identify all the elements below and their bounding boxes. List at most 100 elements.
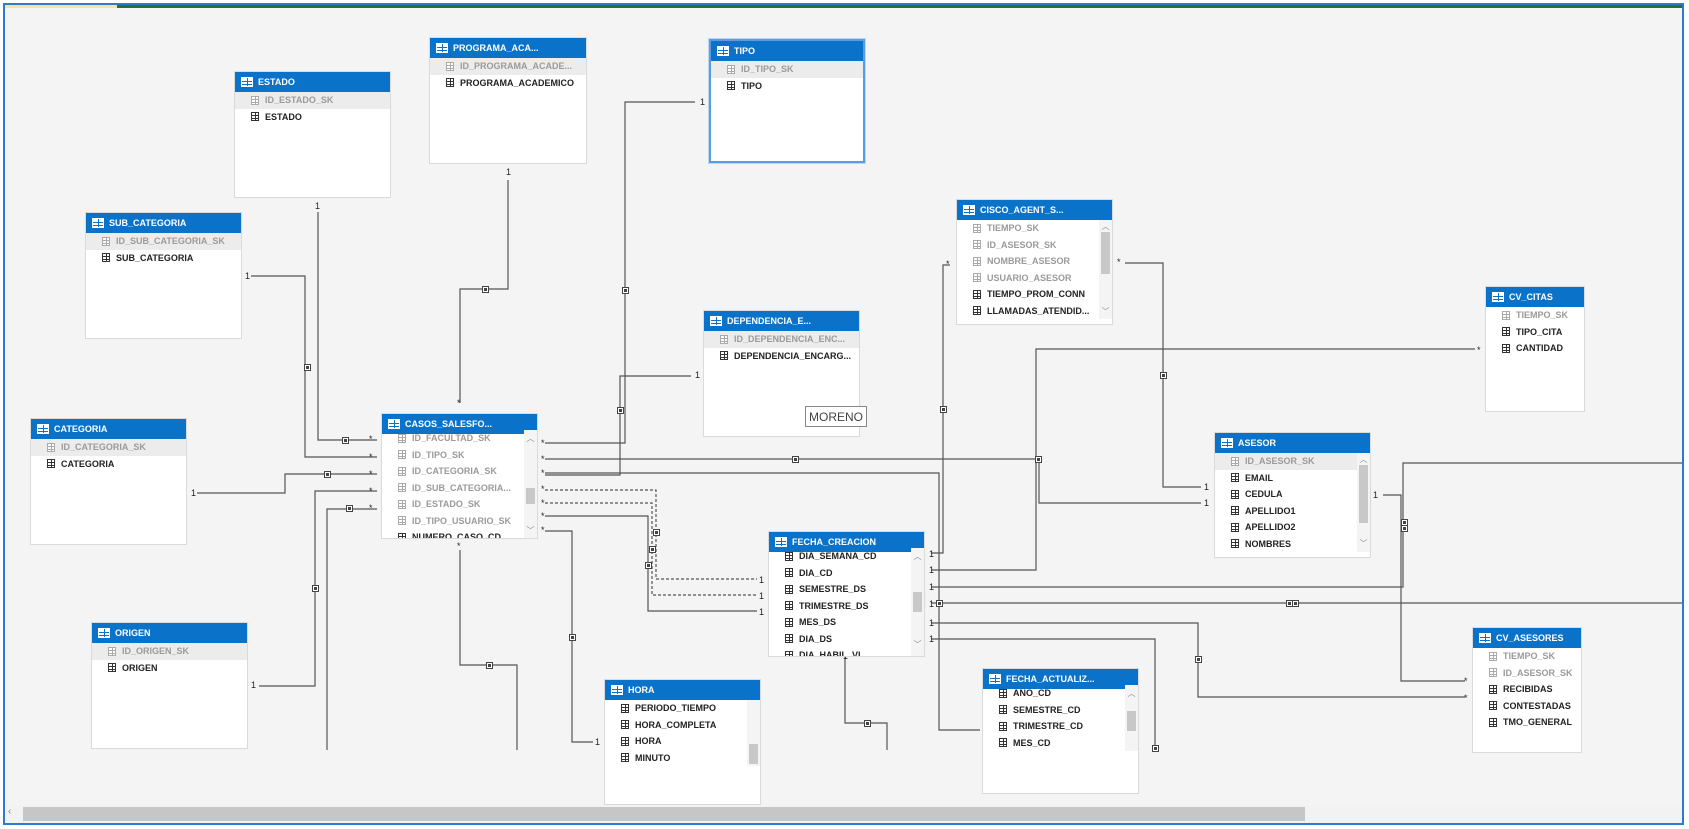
column-row[interactable]: TRIMESTRE_DS xyxy=(769,598,924,615)
table-scrollbar[interactable]: ︿ xyxy=(1125,685,1138,751)
column-row[interactable]: ID_ASESOR_SK xyxy=(957,237,1112,254)
rel-marker[interactable] xyxy=(645,562,652,569)
table-header[interactable]: CV_ASESORES xyxy=(1473,628,1581,648)
column-row[interactable]: ID_TIPO_USUARIO_SK xyxy=(382,513,537,530)
column-row[interactable]: DIA_CD xyxy=(769,565,924,582)
rel-marker[interactable] xyxy=(312,585,319,592)
column-row[interactable]: HORA xyxy=(605,733,760,750)
horizontal-scrollbar-thumb[interactable] xyxy=(23,807,1305,821)
column-row[interactable]: CONTESTADAS xyxy=(1473,698,1581,715)
column-row[interactable]: TIEMPO_SK xyxy=(957,220,1112,237)
scroll-down-icon[interactable]: ﹀ xyxy=(526,526,535,535)
column-row[interactable]: RECIBIDAS xyxy=(1473,681,1581,698)
column-row[interactable]: MES_CD xyxy=(983,735,1138,752)
table-header[interactable]: ESTADO xyxy=(235,72,390,92)
column-row[interactable]: PROGRAMA_ACADEMICO xyxy=(430,75,586,92)
column-row[interactable]: ID_ORIGEN_SK xyxy=(92,643,247,660)
table-scrollbar[interactable]: ︿﹀ xyxy=(1099,220,1112,319)
column-row[interactable]: TMO_GENERAL xyxy=(1473,714,1581,731)
table-header[interactable]: TIPO xyxy=(711,41,863,61)
column-row[interactable]: MES_DS xyxy=(769,614,924,631)
rel-marker[interactable] xyxy=(1195,656,1202,663)
column-row[interactable]: SEMESTRE_CD xyxy=(983,702,1138,719)
column-row[interactable]: CATEGORIA xyxy=(31,456,186,473)
scrollbar-thumb[interactable] xyxy=(1101,232,1110,274)
rel-marker[interactable] xyxy=(342,437,349,444)
column-row[interactable]: ID_CATEGORIA_SK xyxy=(31,439,186,456)
table-header[interactable]: DEPENDENCIA_E... xyxy=(704,311,859,331)
column-row[interactable]: ID_DEPENDENCIA_ENC... xyxy=(704,331,859,348)
rel-marker[interactable] xyxy=(569,634,576,641)
column-row[interactable]: TRIMESTRE_CD xyxy=(983,718,1138,735)
scroll-up-icon[interactable]: ︿ xyxy=(1127,689,1136,698)
rel-marker[interactable] xyxy=(346,505,353,512)
column-row[interactable]: TIEMPO_SK xyxy=(1473,648,1581,665)
column-row[interactable]: ID_ASESOR_SK xyxy=(1215,453,1370,470)
column-row[interactable]: ID_FACULTAD_SK xyxy=(382,430,537,447)
column-row[interactable]: LLAMADAS_ATENDID... xyxy=(957,303,1112,320)
column-row[interactable]: SEMESTRE_DS xyxy=(769,581,924,598)
table-scrollbar[interactable]: ︿﹀ xyxy=(911,548,924,656)
column-row[interactable]: DIA_DS xyxy=(769,631,924,648)
table-scrollbar[interactable] xyxy=(747,700,760,766)
rel-marker[interactable] xyxy=(940,406,947,413)
column-row[interactable]: NUMERO_CASO_CD xyxy=(382,529,537,538)
scrollbar-thumb[interactable] xyxy=(1359,465,1368,523)
column-row[interactable]: PERIODO_TIEMPO xyxy=(605,700,760,717)
table-header[interactable]: CV_CITAS xyxy=(1486,287,1584,307)
table-header[interactable]: CISCO_AGENT_S... xyxy=(957,200,1112,220)
rel-marker[interactable] xyxy=(304,364,311,371)
table-scrollbar[interactable]: ︿﹀ xyxy=(524,430,537,538)
diagram-canvas[interactable]: 1 1 1 1 1 1 1 1 1 1 1 1 1 1 1 1 1 1 1 1 … xyxy=(5,5,1682,805)
column-row[interactable]: ID_ASESOR_SK xyxy=(1473,665,1581,682)
rel-marker[interactable] xyxy=(324,471,331,478)
column-row[interactable]: ID_SUB_CATEGORIA_SK xyxy=(86,233,241,250)
column-row[interactable]: TIPO xyxy=(711,78,863,95)
column-row[interactable]: ID_ESTADO_SK xyxy=(382,496,537,513)
scrollbar-thumb[interactable] xyxy=(1127,711,1136,731)
table-scrollbar[interactable]: ︿﹀ xyxy=(1357,453,1370,552)
column-row[interactable]: ANO_CD xyxy=(983,685,1138,702)
scroll-up-icon[interactable]: ︿ xyxy=(913,552,922,561)
column-row[interactable]: ID_CATEGORIA_SK xyxy=(382,463,537,480)
column-row[interactable]: CEDULA xyxy=(1215,486,1370,503)
rel-marker[interactable] xyxy=(1035,456,1042,463)
table-header[interactable]: ASESOR xyxy=(1215,433,1370,453)
scroll-left-icon[interactable]: ‹ xyxy=(8,806,12,817)
rel-marker[interactable] xyxy=(1160,372,1167,379)
scroll-down-icon[interactable]: ﹀ xyxy=(1359,539,1368,548)
column-row[interactable]: APELLIDO2 xyxy=(1215,519,1370,536)
rel-marker[interactable] xyxy=(1152,745,1159,752)
scroll-down-icon[interactable]: ﹀ xyxy=(913,640,922,649)
column-row[interactable]: ORIGEN xyxy=(92,660,247,677)
column-row[interactable]: ID_PROGRAMA_ACADE... xyxy=(430,58,586,75)
column-row[interactable]: ID_ESTADO_SK xyxy=(235,92,390,109)
table-header[interactable]: PROGRAMA_ACA... xyxy=(430,38,586,58)
rel-marker[interactable] xyxy=(482,286,489,293)
scroll-down-icon[interactable]: ﹀ xyxy=(1101,307,1110,316)
column-row[interactable]: ESTADO xyxy=(235,109,390,126)
column-row[interactable]: NOMBRES xyxy=(1215,536,1370,553)
rel-marker[interactable] xyxy=(936,600,943,607)
column-row[interactable]: CANTIDAD xyxy=(1486,340,1584,357)
column-row[interactable]: SUB_CATEGORIA xyxy=(86,250,241,267)
column-row[interactable]: ID_TIPO_SK xyxy=(382,447,537,464)
column-row[interactable]: HORA_COMPLETA xyxy=(605,717,760,734)
column-row[interactable]: TIPO_CITA xyxy=(1486,324,1584,341)
rel-marker[interactable] xyxy=(622,287,629,294)
scrollbar-thumb[interactable] xyxy=(913,592,922,612)
rel-marker[interactable] xyxy=(792,456,799,463)
table-dependencia[interactable]: DEPENDENCIA_E... ID_DEPENDENCIA_ENC...DE… xyxy=(703,310,860,437)
table-header[interactable]: HORA xyxy=(605,680,760,700)
horizontal-scrollbar[interactable]: ‹ xyxy=(5,805,1682,823)
